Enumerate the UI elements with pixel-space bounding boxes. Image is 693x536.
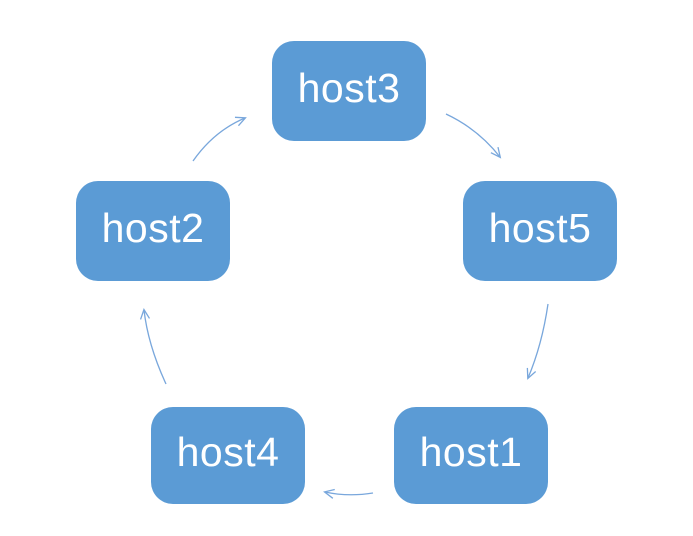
node-host3: host3 xyxy=(272,41,426,141)
arrow-host3-to-host5 xyxy=(445,113,502,159)
node-label: host3 xyxy=(297,64,401,111)
node-label: host1 xyxy=(419,429,523,475)
arrow-host2-to-host3 xyxy=(192,116,247,162)
arrow-host5-to-host1 xyxy=(526,303,549,380)
arrow-host1-to-host4 xyxy=(323,488,374,499)
node-label: host5 xyxy=(488,204,592,251)
node-label: host2 xyxy=(101,204,205,251)
node-host2: host2 xyxy=(76,181,230,281)
arrow-host4-to-host2 xyxy=(139,307,167,385)
node-host4: host4 xyxy=(151,407,305,504)
node-host5: host5 xyxy=(463,181,617,281)
node-label: host4 xyxy=(176,429,280,475)
node-host1: host1 xyxy=(394,407,548,504)
